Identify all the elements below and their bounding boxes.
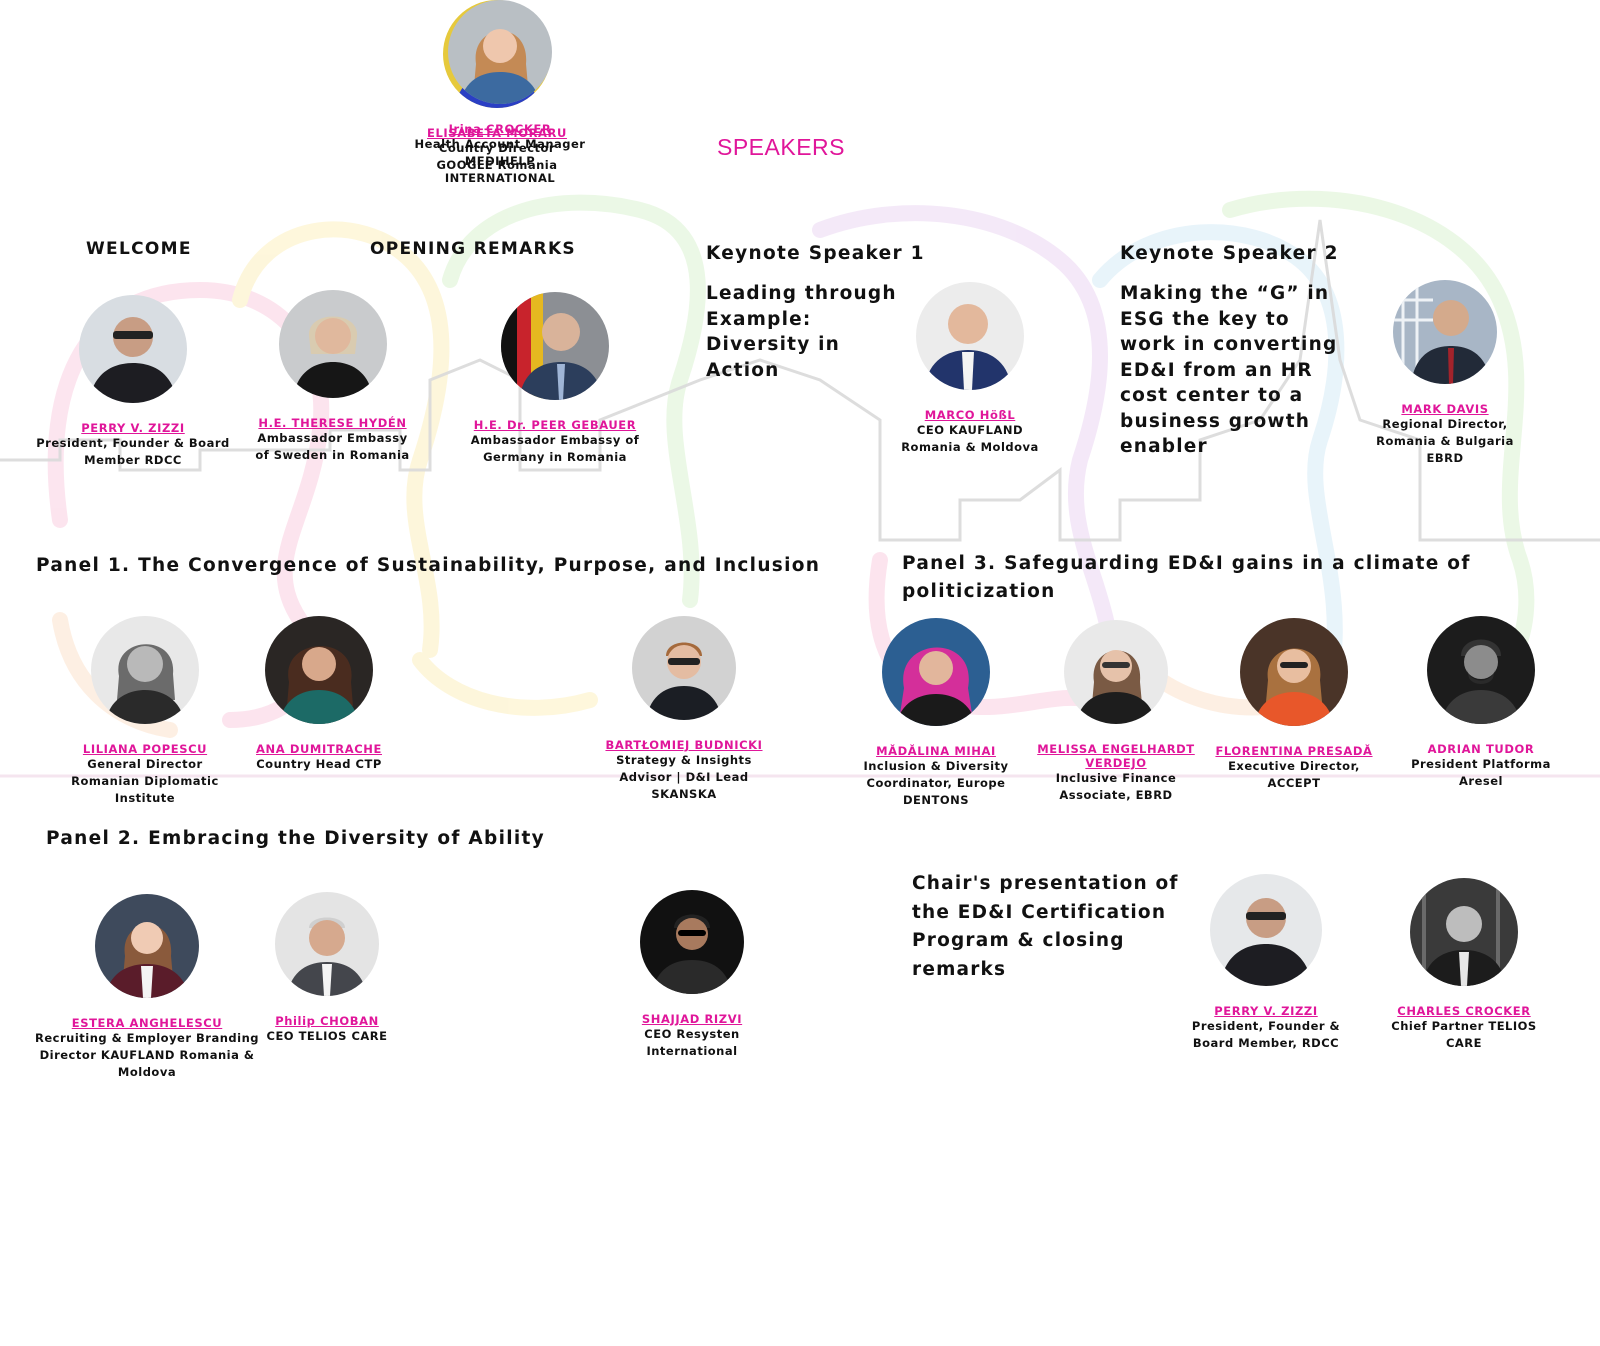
speaker-role: Country Head CTP [256, 757, 382, 771]
speaker-marco-hoessl: MARCO HößL CEO KAUFLAND Romania & Moldov… [890, 282, 1050, 456]
avatar [501, 292, 609, 400]
heading-closing: Chair's presentation of the ED&I Certifi… [912, 873, 1179, 980]
speaker-name[interactable]: FLORENTINA PRESADĂ [1215, 744, 1373, 758]
keynote-1-topic: Leading through Example: Diversity in Ac… [706, 283, 897, 381]
speaker-name[interactable]: LILIANA POPESCU [82, 742, 208, 756]
speaker-name[interactable]: H.E. THERESE HYDÉN [258, 416, 407, 430]
speaker-peer-gebauer: H.E. Dr. PEER GEBAUER Ambassador Embassy… [470, 292, 640, 466]
avatar [916, 282, 1024, 390]
speaker-shajjad-rizvi: SHAJJAD RIZVI CEO Resysten International [606, 890, 778, 1060]
avatar [1240, 618, 1348, 726]
speaker-role: CEO KAUFLAND Romania & Moldova [901, 423, 1039, 454]
heading-keynote-1: Keynote Speaker 1 [706, 243, 925, 264]
speaker-name[interactable]: SHAJJAD RIZVI [641, 1012, 743, 1026]
speaker-role: President, Founder & Board Member RDCC [36, 436, 230, 467]
avatar [1210, 874, 1322, 986]
speaker-liliana-popescu: LILIANA POPESCU General Director Romania… [60, 616, 230, 807]
speaker-perry-zizzi-closing: PERRY V. ZIZZI President, Founder & Boar… [1186, 874, 1346, 1052]
speaker-bartlomiej-budnicki: BARTŁOMIEJ BUDNICKI Strategy & Insights … [604, 616, 764, 803]
speaker-name[interactable]: MARK DAVIS [1401, 402, 1489, 416]
speaker-therese-hyden: H.E. THERESE HYDÉN Ambassador Embassy of… [250, 290, 415, 464]
avatar [1427, 616, 1535, 724]
heading-opening-remarks: OPENING REMARKS [370, 239, 576, 259]
speaker-name[interactable]: ANA DUMITRACHE [256, 742, 382, 756]
speaker-estera-anghelescu: ESTERA ANGHELESCU Recruiting & Employer … [22, 894, 272, 1081]
speaker-role: Country Director GOOGLE Romania [436, 141, 558, 172]
speaker-name[interactable]: MELISSA ENGELHARDT VERDEJO [1037, 742, 1195, 770]
speaker-name[interactable]: CHARLES CROCKER [1397, 1004, 1531, 1018]
speaker-name[interactable]: ESTERA ANGHELESCU [71, 1016, 223, 1030]
speaker-role: Inclusive Finance Associate, EBRD [1055, 771, 1177, 802]
speaker-name[interactable]: PERRY V. ZIZZI [81, 421, 185, 435]
avatar [275, 892, 379, 996]
speaker-role: Strategy & Insights Advisor | D&I Lead S… [616, 753, 752, 801]
speaker-role: Recruiting & Employer Branding Director … [34, 1031, 260, 1079]
avatar [1393, 280, 1497, 384]
avatar [448, 0, 552, 104]
speaker-role: Regional Director, Romania & Bulgaria EB… [1376, 417, 1514, 465]
speaker-role: CEO Resysten International [644, 1027, 740, 1058]
speaker-ana-dumitrache: ANA DUMITRACHE Country Head CTP [246, 616, 392, 773]
heading-keynote-2: Keynote Speaker 2 [1120, 243, 1339, 264]
speaker-role: CEO TELIOS CARE [266, 1029, 388, 1043]
speaker-name[interactable]: MARCO HößL [924, 408, 1016, 422]
speaker-role: Health Account Manager MEDIHELP INTERNAT… [414, 137, 586, 185]
avatar [882, 618, 990, 726]
heading-panel-1: Panel 1. The Convergence of Sustainabili… [36, 555, 821, 576]
speaker-philip-choban: Philip CHOBAN CEO TELIOS CARE [262, 892, 392, 1045]
avatar [79, 295, 187, 403]
speaker-melissa-engelhardt-verdejo: MELISSA ENGELHARDT VERDEJO Inclusive Fin… [1034, 620, 1198, 804]
speaker-name[interactable]: BARTŁOMIEJ BUDNICKI [605, 738, 763, 752]
heading-panel-2: Panel 2. Embracing the Diversity of Abil… [46, 828, 546, 849]
heading-welcome: WELCOME [86, 239, 192, 259]
speaker-role: Ambassador Embassy of Germany in Romania [470, 433, 640, 464]
speaker-role: Ambassador Embassy of Sweden in Romania [255, 431, 410, 462]
speaker-name[interactable]: ELISABETA MORARU [427, 126, 567, 140]
speaker-role: President, Founder & Board Member, RDCC [1191, 1019, 1341, 1050]
avatar [91, 616, 199, 724]
avatar [632, 616, 736, 720]
keynote-2-topic: Making the “G” in ESG the key to work in… [1120, 283, 1338, 457]
speaker-role: Executive Director, ACCEPT [1228, 759, 1360, 790]
speaker-florentina-presada: FLORENTINA PRESADĂ Executive Director, A… [1214, 618, 1374, 792]
avatar [278, 290, 387, 398]
avatar [640, 890, 744, 994]
speaker-mark-davis: MARK DAVIS Regional Director, Romania & … [1365, 280, 1525, 467]
speaker-madalina-mihai: MĂDĂLINA MIHAI Inclusion & Diversity Coo… [858, 618, 1014, 809]
avatar [1410, 878, 1518, 986]
speaker-name[interactable]: MĂDĂLINA MIHAI [876, 744, 996, 758]
speaker-name[interactable]: Philip CHOBAN [275, 1014, 379, 1028]
speaker-role: General Director Romanian Diplomatic Ins… [71, 757, 219, 805]
avatar [1064, 620, 1168, 724]
avatar [95, 894, 199, 998]
speaker-role: Inclusion & Diversity Coordinator, Europ… [863, 759, 1009, 807]
speaker-adrian-tudor: ADRIAN TUDOR President Platforma Aresel [1406, 616, 1556, 790]
speaker-name[interactable]: PERRY V. ZIZZI [1214, 1004, 1318, 1018]
speaker-name[interactable]: ADRIAN TUDOR [1427, 742, 1535, 756]
speaker-charles-crocker: CHARLES CROCKER Chief Partner TELIOS CAR… [1384, 878, 1544, 1052]
speaker-perry-zizzi: PERRY V. ZIZZI President, Founder & Boar… [33, 295, 233, 469]
speaker-role: President Platforma Aresel [1411, 757, 1551, 788]
speaker-irina-crocker: Irina CROCKER Health Account Manager MED… [412, 0, 588, 187]
speaker-role: Chief Partner TELIOS CARE [1391, 1019, 1537, 1050]
heading-panel-3: Panel 3. Safeguarding ED&I gains in a cl… [902, 553, 1471, 602]
speaker-name[interactable]: Irina CROCKER [448, 122, 552, 136]
speaker-name[interactable]: H.E. Dr. PEER GEBAUER [473, 418, 637, 432]
avatar [265, 616, 373, 724]
page-title: SPEAKERS [717, 134, 845, 160]
